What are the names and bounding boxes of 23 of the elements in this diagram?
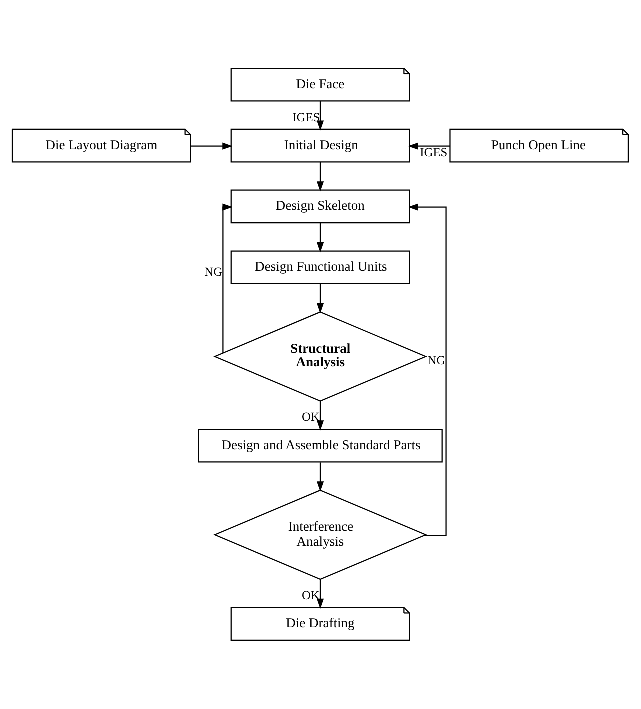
arrow [408, 142, 450, 150]
node-box: Design Skeleton [230, 190, 410, 224]
arrow [316, 102, 324, 131]
edge-label: NG [428, 353, 446, 368]
arrow [408, 204, 447, 536]
edge-label: IGES [292, 110, 320, 124]
edge-label: OK [302, 588, 320, 602]
node-diamond: Interference Analysis [214, 490, 428, 580]
arrow [316, 580, 324, 610]
arrow [316, 223, 324, 253]
arrow [316, 284, 324, 314]
edge-label: OK [302, 410, 320, 424]
edge-label: NG [204, 265, 223, 280]
arrow [316, 462, 324, 492]
arrow [316, 401, 324, 431]
node-box: Initial Design [230, 128, 410, 163]
node-box: Design Functional Units [230, 250, 410, 285]
node-box: Design and Assemble Standard Parts [198, 428, 443, 463]
arrow [316, 162, 324, 192]
arrow [190, 142, 233, 150]
edge-label: IGES [420, 145, 448, 160]
node-diamond: Structural Analysis [214, 312, 428, 402]
arrow [222, 204, 233, 354]
